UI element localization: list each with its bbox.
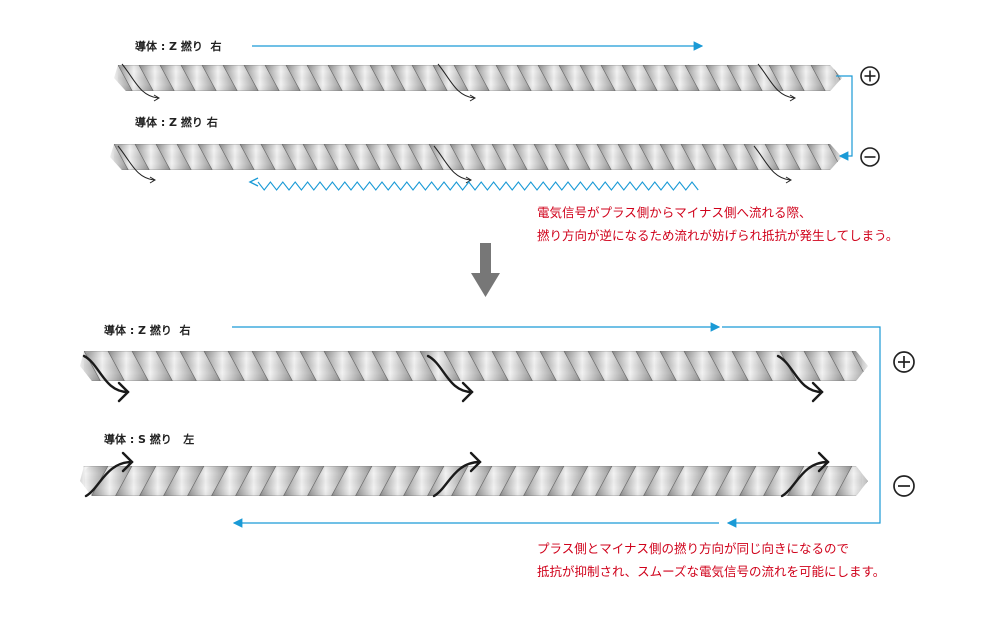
conductor-rope-top-1 (114, 65, 842, 91)
conductor-label-top-2: 導体 : Z 撚り 右 (135, 116, 218, 129)
conductor-rope-bottom-s (80, 466, 868, 496)
conductor-rope-bottom-z (80, 351, 868, 381)
conductor-label-bottom-1: 導体 : Z 撚り 右 (104, 324, 191, 337)
conductor-label-bottom-2: 導体 : S 撚り 左 (104, 433, 195, 446)
note-bottom-line1: プラス側とマイナス側の撚り方向が同じ向きになるので (537, 541, 850, 556)
twist-arrow-icon (84, 451, 830, 498)
plus-circle-icon (893, 351, 915, 373)
minus-circle-icon (893, 475, 915, 497)
minus-circle-icon (860, 147, 880, 167)
down-arrow-icon (471, 243, 500, 297)
zigzag-return-arrow (248, 177, 699, 191)
twist-arrow-icon (82, 354, 824, 403)
note-top-line2: 撚り方向が逆になるため流れが妨げられ抵抗が発生してしまう。 (537, 228, 899, 243)
note-top-line1: 電気信号がプラス側からマイナス側へ流れる際、 (537, 205, 812, 220)
conductor-rope-top-2 (110, 144, 842, 170)
conductor-label-top-1: 導体 : Z 撚り 右 (135, 40, 222, 53)
connector-line-bottom (722, 326, 881, 528)
note-bottom-line2: 抵抗が抑制され、スムーズな電気信号の流れを可能にします。 (537, 564, 886, 579)
twist-arrow-icon (117, 63, 796, 184)
connector-line-top (836, 75, 853, 161)
plus-circle-icon (860, 66, 880, 86)
